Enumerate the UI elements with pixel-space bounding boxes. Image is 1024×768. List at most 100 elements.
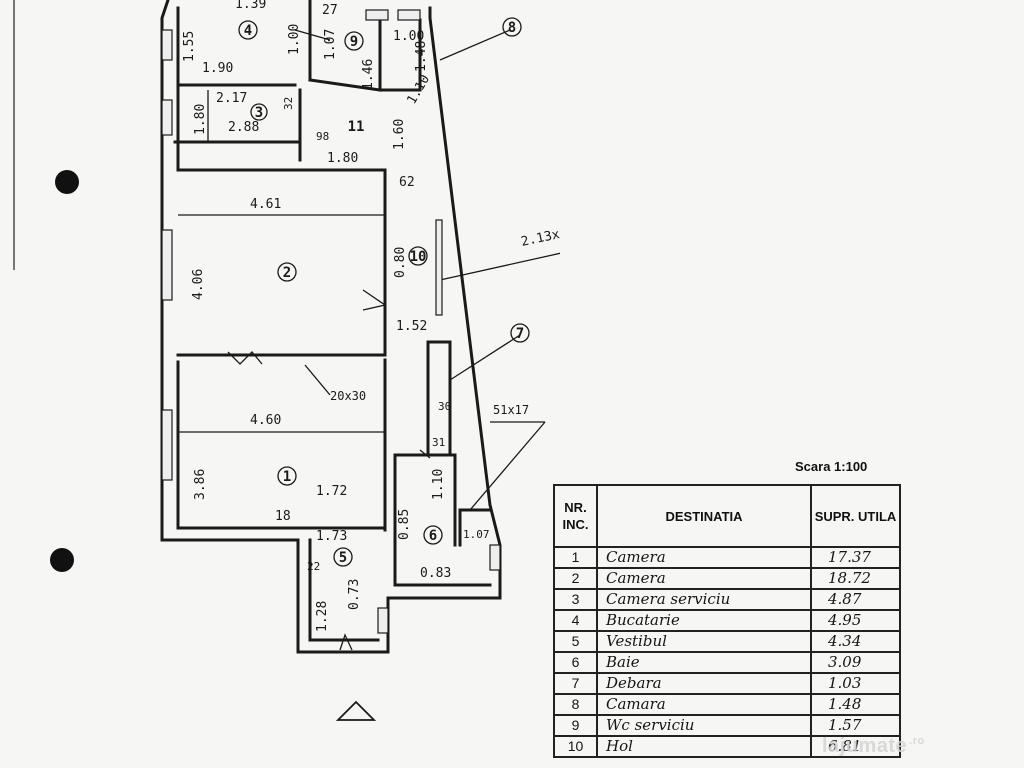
legend-cell-nr: 10	[553, 735, 598, 758]
room-3-number: 3	[255, 105, 263, 121]
dim-r5-small: 0.73	[347, 579, 362, 610]
dim-r4-width: 1.90	[202, 61, 233, 76]
legend-cell-destinatia: Bucatarie	[596, 609, 812, 632]
floor-plan: 1 2 3 4 5 6 7 8 9 10 11 4.61 4.60 4.06 3…	[160, 0, 560, 654]
dim-r10-note: 2.13x15	[520, 224, 560, 250]
dim-r11-width: 1.80	[327, 151, 358, 166]
dim-r4-small: 1.00	[287, 24, 302, 55]
dim-r9-height: 1.46	[361, 59, 376, 90]
legend-cell-nr: 5	[553, 630, 598, 653]
legend-cell-nr: 6	[553, 651, 598, 674]
north-arrow-icon	[336, 700, 376, 721]
dim-r3-height: 1.80	[193, 104, 208, 135]
punch-hole-bottom	[50, 548, 74, 572]
legend-cell-suprafata: 3.09	[810, 651, 901, 674]
dim-r4-side: 1.55	[182, 31, 197, 62]
punch-hole-top	[55, 170, 79, 194]
dim-hall-width: 0.80	[393, 247, 408, 278]
dim-r4-top: 1.39	[235, 0, 266, 12]
legend-cell-nr: 2	[553, 567, 598, 590]
dim-62: 62	[399, 175, 415, 190]
dim-27: 27	[322, 3, 338, 18]
legend-cell-suprafata: 4.87	[810, 588, 901, 611]
room-4-number: 4	[244, 23, 252, 39]
legend-cell-suprafata: 1.48	[810, 693, 901, 716]
dim-r9-width: 1.07	[323, 29, 338, 60]
scan-edge-line	[13, 0, 15, 270]
header-destinatia: DESTINATIA	[596, 484, 812, 548]
dim-r6-width: 0.85	[397, 509, 412, 540]
dim-r5-height: 1.73	[316, 529, 347, 544]
legend-cell-nr: 1	[553, 546, 598, 569]
legend-cell-destinatia: Camera	[596, 567, 812, 590]
dim-hall-length: 1.52	[396, 319, 427, 334]
inner-wall-upper	[176, 6, 387, 354]
legend-cell-destinatia: Debara	[596, 672, 812, 695]
room-11-number: 11	[348, 119, 365, 135]
dim-duct: 51x17	[493, 403, 529, 417]
outer-wall	[160, 0, 502, 654]
room-2-number: 2	[283, 265, 291, 281]
dim-r3-width: 2.88	[228, 120, 259, 135]
legend-cell-suprafata: 1.57	[810, 714, 901, 737]
dim-98: 98	[316, 130, 329, 143]
legend-cell-suprafata: 1.03	[810, 672, 901, 695]
dim-r5-width: 1.72	[316, 484, 347, 499]
room-5-number: 5	[339, 550, 347, 566]
dim-r1-width: 4.60	[250, 413, 281, 428]
room-7-number: 7	[516, 326, 524, 342]
dim-r1-height: 3.86	[193, 469, 208, 500]
header-nr: NR. INC.	[553, 484, 598, 548]
dim-r6-length: 1.10	[431, 469, 446, 500]
legend-cell-destinatia: Camara	[596, 693, 812, 716]
dim-r11-height: 1.60	[392, 119, 407, 150]
scale-label: Scara 1:100	[795, 459, 868, 474]
dim-r3-top: 2.17	[216, 91, 247, 106]
room-8-number: 8	[508, 20, 516, 36]
header-suprafata: SUPR. UTILA	[810, 484, 901, 548]
watermark-logo: lajumate.ro	[822, 735, 925, 758]
legend-cell-destinatia: Vestibul	[596, 630, 812, 653]
watermark-suffix: .ro	[909, 735, 925, 747]
dim-r5-side: 1.28	[315, 601, 330, 632]
legend-cell-destinatia: Camera	[596, 546, 812, 569]
legend-cell-nr: 8	[553, 693, 598, 716]
room-6-number: 6	[429, 528, 437, 544]
dim-vent: 20x30	[330, 389, 366, 403]
dim-31: 31	[432, 436, 445, 449]
legend-cell-suprafata: 4.95	[810, 609, 901, 632]
room-10-number: 10	[410, 249, 427, 265]
dim-r6-height: 0.83	[420, 566, 451, 581]
dim-r8-width: 1.00	[393, 29, 424, 44]
legend-cell-suprafata: 18.72	[810, 567, 901, 590]
legend-header-row: NR. INC. DESTINATIA SUPR. UTILA	[553, 484, 901, 548]
watermark-text: lajumate	[822, 735, 908, 757]
dim-32: 32	[282, 97, 295, 110]
dim-22: 22	[307, 560, 320, 573]
legend-cell-nr: 9	[553, 714, 598, 737]
dim-r8-height: 1.48	[414, 41, 429, 72]
room-1-number: 1	[283, 469, 291, 485]
dim-18: 18	[275, 509, 291, 524]
legend-cell-destinatia: Hol	[596, 735, 812, 758]
dim-r2-height: 4.06	[191, 269, 206, 300]
legend-cell-nr: 7	[553, 672, 598, 695]
room-9-number: 9	[350, 34, 358, 50]
legend-cell-nr: 4	[553, 609, 598, 632]
legend-cell-destinatia: Camera serviciu	[596, 588, 812, 611]
legend-cell-nr: 3	[553, 588, 598, 611]
legend-cell-destinatia: Wc serviciu	[596, 714, 812, 737]
legend-cell-suprafata: 17.37	[810, 546, 901, 569]
legend-cell-suprafata: 4.34	[810, 630, 901, 653]
legend-cell-destinatia: Baie	[596, 651, 812, 674]
